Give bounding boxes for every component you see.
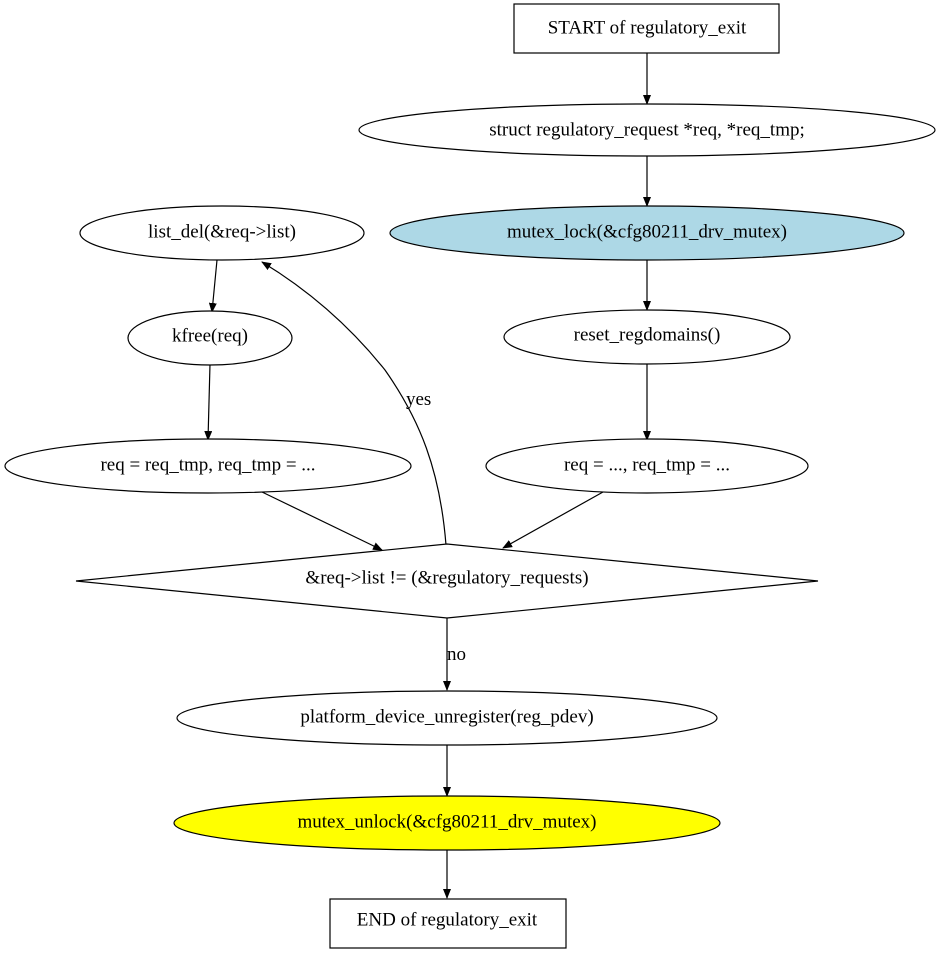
edges: yes no (204, 53, 651, 899)
node-reset-label: reset_regdomains() (574, 324, 721, 345)
node-kfree: kfree(req) (127, 310, 293, 366)
node-end: END of regulatory_exit (329, 898, 567, 949)
node-cond[interactable]: &req->list != (&regulatory_requests) (75, 543, 819, 619)
node-start-label: START of regulatory_exit (548, 17, 747, 38)
edge-cond-yes-to-listdel (261, 261, 447, 546)
edge-label-yes: yes (406, 389, 431, 410)
node-unlock: mutex_unlock(&cfg80211_drv_mutex) (173, 795, 721, 851)
edge-kfree-to-advance (204, 363, 213, 441)
edge-advance-to-cond (261, 491, 383, 551)
node-decl-label: struct regulatory_request *req, *req_tmp… (489, 119, 805, 140)
node-listdel: list_del(&req->list) (79, 205, 365, 261)
node-unregister-label: platform_device_unregister(reg_pdev) (300, 706, 593, 727)
node-init: req = ..., req_tmp = ... (485, 438, 809, 494)
node-unregister: platform_device_unregister(reg_pdev) (176, 690, 718, 746)
node-decl: struct regulatory_request *req, *req_tmp… (358, 103, 936, 157)
node-cond-label: &req->list != (&regulatory_requests) (305, 567, 588, 588)
edge-init-to-cond (502, 491, 604, 549)
node-lock: mutex_lock(&cfg80211_drv_mutex) (389, 205, 905, 261)
node-kfree-label: kfree(req) (172, 325, 248, 346)
node-reset: reset_regdomains() (503, 309, 791, 365)
node-init-label: req = ..., req_tmp = ... (564, 454, 730, 475)
node-advance-label: req = req_tmp, req_tmp = ... (100, 454, 315, 475)
node-end-label: END of regulatory_exit (357, 909, 538, 930)
node-listdel-label: list_del(&req->list) (148, 221, 296, 242)
node-lock-label: mutex_lock(&cfg80211_drv_mutex) (507, 221, 787, 242)
edge-listdel-to-kfree (208, 259, 218, 313)
node-unlock-label: mutex_unlock(&cfg80211_drv_mutex) (297, 811, 596, 832)
edge-label-no: no (447, 644, 466, 665)
node-advance: req = req_tmp, req_tmp = ... (4, 438, 412, 494)
node-start: START of regulatory_exit (513, 3, 780, 54)
